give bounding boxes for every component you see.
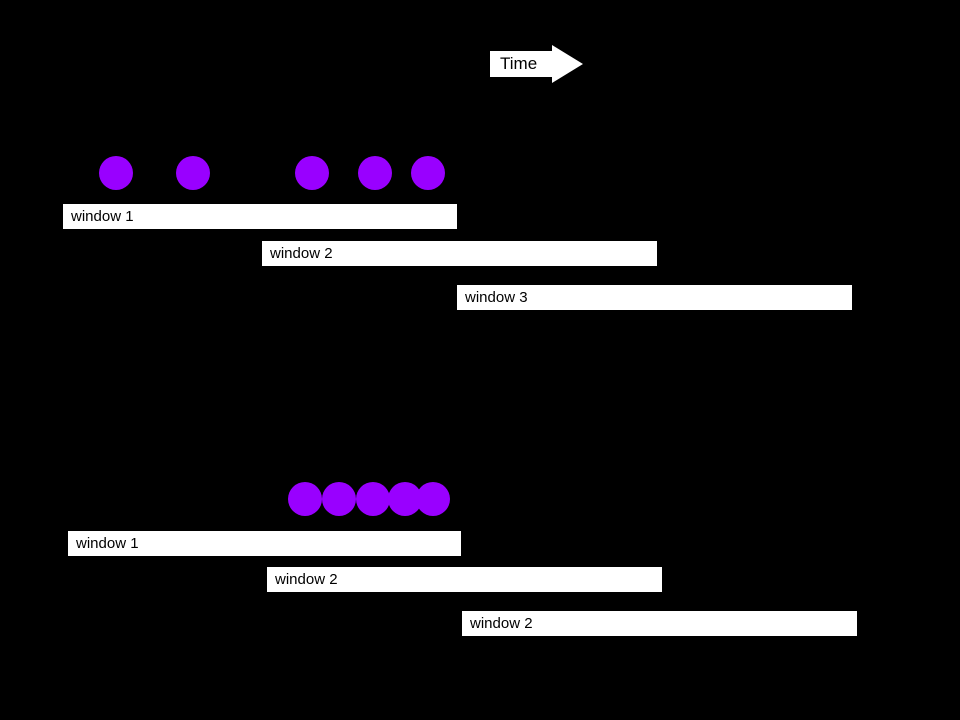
event-circle — [356, 482, 390, 516]
window-bar-label: window 2 — [270, 245, 333, 262]
event-circle — [322, 482, 356, 516]
window-bar-label: window 3 — [465, 289, 528, 306]
window-bar: window 2 — [267, 567, 662, 592]
time-arrow: Time — [490, 45, 583, 83]
window-bar: window 2 — [262, 241, 657, 266]
window-bar: window 2 — [462, 611, 857, 636]
event-circle — [99, 156, 133, 190]
time-axis-label: Time — [500, 54, 538, 73]
event-circle — [416, 482, 450, 516]
window-bar-label: window 1 — [71, 208, 134, 225]
event-circle — [176, 156, 210, 190]
event-circle — [411, 156, 445, 190]
window-bar-label: window 2 — [275, 571, 338, 588]
window-bar: window 1 — [63, 204, 457, 229]
event-circle — [358, 156, 392, 190]
window-bar: window 3 — [457, 285, 852, 310]
window-bar-label: window 1 — [76, 535, 139, 552]
window-bar: window 1 — [68, 531, 461, 556]
event-circle — [295, 156, 329, 190]
event-circle — [288, 482, 322, 516]
window-bar-label: window 2 — [470, 615, 533, 632]
